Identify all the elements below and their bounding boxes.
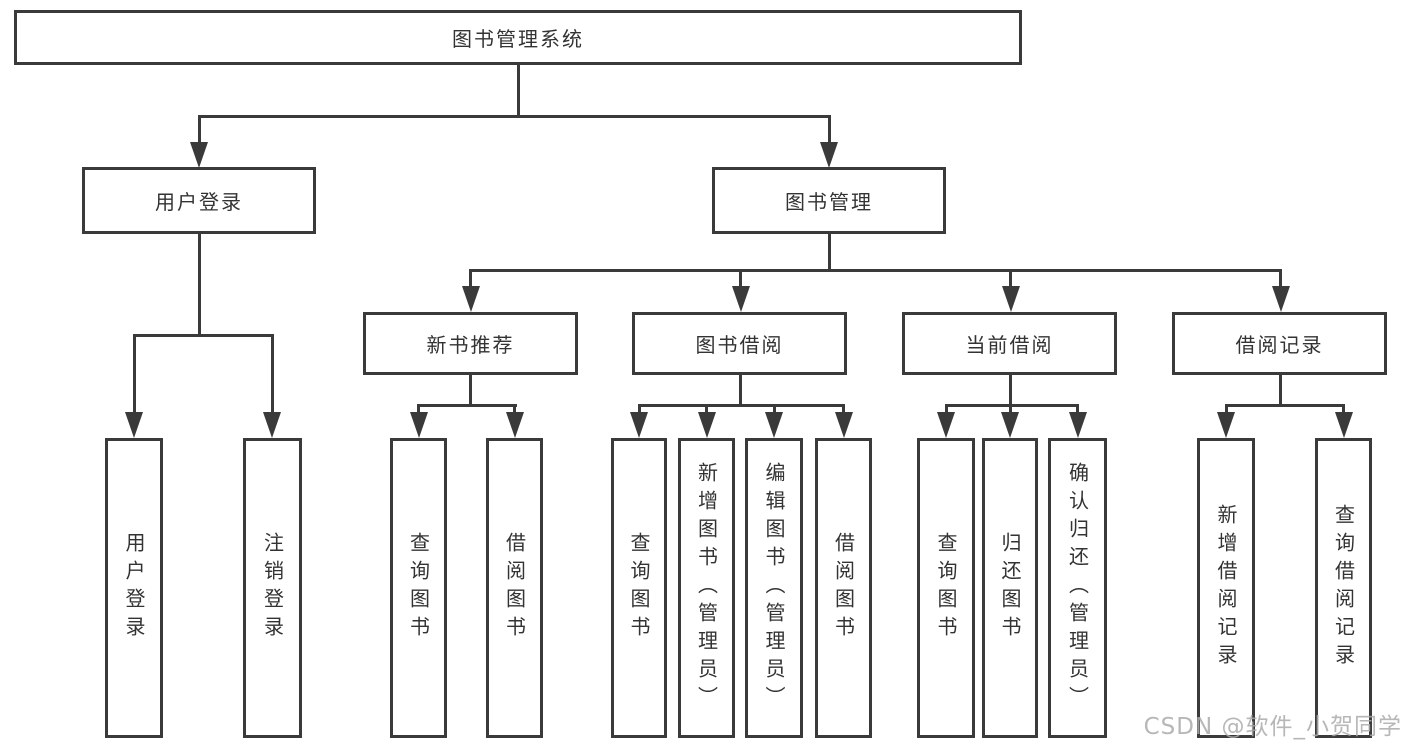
leaf-user-login-label: 用户登录 (122, 532, 146, 644)
connector-l3-shaft (739, 269, 742, 289)
leaf-add-books-admin-label: 新增图书（管理员） (694, 462, 719, 714)
connector-root-hline (198, 115, 831, 118)
connector-hline (1225, 404, 1345, 407)
connector-leaf-shaft (417, 404, 420, 414)
leaf-return-books: 归还图书 (982, 438, 1038, 738)
leaf-return-books-label: 归还图书 (998, 532, 1022, 644)
connector-user-login-vline (198, 234, 201, 337)
node-book-management-label: 图书管理 (785, 190, 873, 214)
leaf-confirm-return-admin: 确认归还（管理员） (1048, 438, 1107, 738)
node-book-borrow: 图书借阅 (632, 312, 847, 375)
connector-leaf-shaft (133, 334, 136, 412)
node-current-borrow-label: 当前借阅 (965, 333, 1054, 357)
connector-leaf-shaft (513, 404, 516, 414)
connector-vline (739, 375, 742, 407)
connector-leaf-shaft (945, 404, 948, 414)
connector-hline (638, 404, 845, 407)
leaf-confirm-return-admin-label: 确认归还（管理员） (1065, 462, 1090, 714)
connector-leaf-shaft (1076, 404, 1079, 414)
arrow-down-icon (410, 412, 428, 438)
connector-leaf-shaft (842, 404, 845, 414)
leaf-query-books-recommend: 查询图书 (390, 438, 447, 738)
arrow-down-icon (190, 142, 208, 168)
leaf-add-borrow-record-label: 新增借阅记录 (1214, 504, 1238, 672)
connector-leaf-shaft (271, 334, 274, 412)
connector-leaf-shaft (638, 404, 641, 414)
node-current-borrow: 当前借阅 (902, 312, 1117, 375)
leaf-query-borrow-record: 查询借阅记录 (1315, 438, 1372, 738)
arrow-down-icon (732, 286, 750, 312)
connector-leaf-shaft (1225, 404, 1228, 414)
connector-l3-shaft (1279, 269, 1282, 289)
leaf-edit-books-admin-label: 编辑图书（管理员） (762, 462, 786, 714)
connector-vline (1279, 375, 1282, 407)
connector-user-login-shaft (198, 115, 201, 145)
arrow-down-icon (698, 412, 716, 438)
connector-book-mgmt-vline (828, 234, 831, 272)
arrow-down-icon (506, 412, 524, 438)
arrow-down-icon (630, 412, 648, 438)
arrow-down-icon (820, 142, 838, 168)
node-user-login-label: 用户登录 (155, 190, 243, 214)
leaf-query-books-recommend-label: 查询图书 (406, 532, 431, 644)
leaf-query-books-borrow-label: 查询图书 (627, 532, 651, 644)
arrow-down-icon (263, 412, 281, 438)
connector-leaf-shaft (1342, 404, 1345, 414)
leaf-borrow-books-label: 借阅图书 (831, 532, 856, 644)
leaf-query-books-current-label: 查询图书 (934, 532, 958, 644)
node-root-label: 图书管理系统 (452, 27, 584, 51)
leaf-query-books-current: 查询图书 (917, 438, 975, 738)
node-user-login: 用户登录 (82, 167, 316, 234)
node-book-borrow-label: 图书借阅 (695, 333, 784, 357)
csdn-watermark: CSDN @软件_小贺同学 (1143, 714, 1402, 740)
leaf-logout: 注销登录 (243, 438, 302, 738)
node-borrow-records-label: 借阅记录 (1235, 333, 1324, 357)
connector-l3-shaft (469, 269, 472, 289)
connector-book-mgmt-shaft (828, 115, 831, 145)
leaf-logout-label: 注销登录 (260, 532, 285, 644)
leaf-add-borrow-record: 新增借阅记录 (1197, 438, 1255, 738)
connector-root-vline (517, 63, 520, 118)
leaf-borrow-books: 借阅图书 (815, 438, 872, 738)
node-borrow-records: 借阅记录 (1172, 312, 1387, 375)
arrow-down-icon (1001, 412, 1019, 438)
connector-leaf-shaft (705, 404, 708, 414)
arrow-down-icon (1002, 286, 1020, 312)
leaf-borrow-books-recommend: 借阅图书 (486, 438, 543, 738)
leaf-query-borrow-record-label: 查询借阅记录 (1331, 504, 1356, 672)
connector-leaf-shaft (773, 404, 776, 414)
node-new-book-recommend-label: 新书推荐 (426, 333, 515, 357)
node-root: 图书管理系统 (14, 10, 1022, 65)
connector-leaf-shaft (1009, 404, 1012, 414)
leaf-user-login: 用户登录 (105, 438, 163, 738)
arrow-down-icon (1217, 412, 1235, 438)
arrow-down-icon (1069, 412, 1087, 438)
node-book-management: 图书管理 (712, 167, 946, 234)
connector-l3-shaft (1009, 269, 1012, 289)
leaf-query-books-borrow: 查询图书 (611, 438, 667, 738)
connector-book-mgmt-hline (469, 269, 1281, 272)
leaf-add-books-admin: 新增图书（管理员） (678, 438, 735, 738)
arrow-down-icon (937, 412, 955, 438)
connector-vline (469, 375, 472, 407)
connector-vline (1009, 375, 1012, 407)
connector-user-login-hline (133, 334, 274, 337)
leaf-borrow-books-recommend-label: 借阅图书 (502, 532, 527, 644)
arrow-down-icon (1335, 412, 1353, 438)
arrow-down-icon (462, 286, 480, 312)
arrow-down-icon (765, 412, 783, 438)
arrow-down-icon (1272, 286, 1290, 312)
leaf-edit-books-admin: 编辑图书（管理员） (745, 438, 803, 738)
connector-hline (945, 404, 1079, 407)
arrow-down-icon (125, 412, 143, 438)
connector-hline (417, 404, 517, 407)
arrow-down-icon (835, 412, 853, 438)
node-new-book-recommend: 新书推荐 (363, 312, 578, 375)
